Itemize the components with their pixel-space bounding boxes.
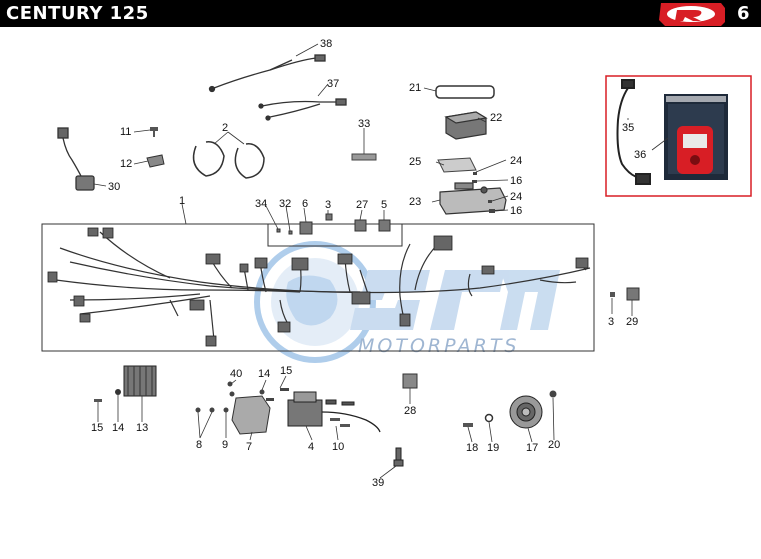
callout-11: 11 xyxy=(120,126,131,138)
callout-29: 29 xyxy=(626,316,638,328)
callout-39: 39 xyxy=(372,477,384,489)
part-38-wire xyxy=(208,54,326,93)
callout-12: 12 xyxy=(120,158,132,170)
part-14-nut xyxy=(115,389,121,395)
relay-subframe xyxy=(267,223,403,247)
part-23-battery-box xyxy=(439,182,507,215)
part-3-fuse xyxy=(610,292,615,297)
callout-5: 5 xyxy=(381,199,387,211)
callout-labels: 38 37 21 22 2 11 12 30 33 25 24 16 23 24… xyxy=(91,38,646,489)
callout-24b: 24 xyxy=(510,191,522,203)
part-20-nut xyxy=(549,390,557,398)
callout-24a: 24 xyxy=(510,155,522,167)
part-11-screw xyxy=(150,127,158,137)
part-22-battery xyxy=(444,111,488,140)
part-7-bracket xyxy=(231,395,271,435)
part-17-horn xyxy=(509,395,543,429)
callout-22: 22 xyxy=(490,112,502,124)
watermark xyxy=(254,241,560,363)
callout-2: 2 xyxy=(222,122,228,134)
callout-15a: 15 xyxy=(280,365,292,377)
callout-14b: 14 xyxy=(112,422,124,434)
part-28-relay xyxy=(402,373,418,389)
part-10-screws xyxy=(330,418,350,427)
callout-32: 32 xyxy=(279,198,291,210)
part-39-sensor xyxy=(393,447,404,467)
callout-34: 34 xyxy=(255,198,267,210)
callout-18: 18 xyxy=(466,442,478,454)
part-18-bolt xyxy=(463,423,473,427)
callout-3a: 3 xyxy=(325,199,331,211)
callout-28: 28 xyxy=(404,405,416,417)
callout-4: 4 xyxy=(308,441,314,453)
callout-1: 1 xyxy=(179,195,185,207)
part-24-bolts xyxy=(472,172,495,213)
callout-36: 36 xyxy=(634,149,646,161)
watermark-text: MOTORPARTS xyxy=(358,335,520,357)
callout-15b: 15 xyxy=(91,422,103,434)
callout-33: 33 xyxy=(358,118,370,130)
main-harness-wires xyxy=(55,231,591,341)
part-37-wire xyxy=(258,98,347,121)
callout-37: 37 xyxy=(327,78,339,90)
harness-connectors xyxy=(47,227,589,347)
callout-30: 30 xyxy=(108,181,120,193)
callout-8: 8 xyxy=(196,439,202,451)
part-36-diagnostic-tool xyxy=(664,94,728,180)
callout-13: 13 xyxy=(136,422,148,434)
callout-14a: 14 xyxy=(258,368,270,380)
callout-27: 27 xyxy=(356,199,368,211)
part-21-strap xyxy=(435,85,495,99)
callout-10: 10 xyxy=(332,441,344,453)
part-15-bolt xyxy=(94,399,102,402)
callout-16b: 16 xyxy=(510,205,522,217)
callout-21: 21 xyxy=(409,82,421,94)
part-19-washer xyxy=(484,413,494,423)
header-bar: CENTURY 125 6 xyxy=(0,0,761,27)
part-12-clip xyxy=(146,154,165,168)
part-25-pad xyxy=(437,157,477,173)
brand-logo xyxy=(659,3,725,26)
callout-20: 20 xyxy=(548,439,560,451)
part-4-ignition-coil xyxy=(287,391,381,433)
part-33-strip xyxy=(351,153,377,161)
relay-components xyxy=(276,213,391,235)
callout-19: 19 xyxy=(487,442,499,454)
page-title: CENTURY 125 xyxy=(6,3,149,24)
page-number: 6 xyxy=(737,3,750,24)
callout-9: 9 xyxy=(222,439,228,451)
part-2-clamps xyxy=(192,141,265,179)
small-hardware-group xyxy=(195,381,289,413)
callout-16a: 16 xyxy=(510,175,522,187)
callout-40: 40 xyxy=(230,368,242,380)
part-30-sensor xyxy=(57,127,95,191)
callout-17: 17 xyxy=(526,442,538,454)
part-29-relay xyxy=(626,287,640,301)
callout-3b: 3 xyxy=(608,316,614,328)
callout-6: 6 xyxy=(302,198,308,210)
part-35-adapter-cable xyxy=(616,79,651,185)
part-13-regulator xyxy=(123,365,157,397)
callout-23: 23 xyxy=(409,196,421,208)
callout-25: 25 xyxy=(409,156,421,168)
callout-38: 38 xyxy=(320,38,332,50)
callout-7: 7 xyxy=(246,441,252,453)
leader-lines xyxy=(93,43,669,479)
callout-35: 35 xyxy=(622,122,634,134)
